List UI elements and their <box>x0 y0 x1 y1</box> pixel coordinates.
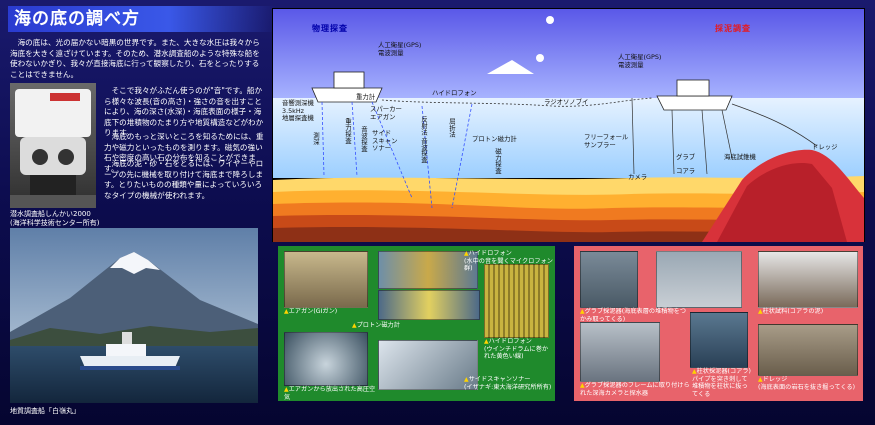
echo-sounder-label: 音響測深機 3.5kHz 地層探査機 <box>282 99 314 122</box>
gps-label-left: 人工衛星(GPS) 電波測量 <box>378 41 422 57</box>
gravity-survey-label: 重力探査 <box>344 118 352 144</box>
core-sample-photo <box>758 251 858 308</box>
sparker-airgun-label: スパーカー エアガン <box>370 105 402 121</box>
hydrophone-photo <box>378 251 478 289</box>
sidescan-sonar-caption: ▲サイドスキャンソナー (イザナギ:東大海洋研究所所有) <box>464 376 552 391</box>
page-title: 海の底の調べ方 <box>8 6 276 32</box>
winch-drum-photo <box>484 264 549 338</box>
research-ship-photo <box>10 228 258 403</box>
refraction-survey-label: 屈折法 <box>448 118 456 138</box>
proton-magnetometer-label: プロトン磁力計 <box>472 135 517 143</box>
gravimeter-label: 重力計 <box>356 93 376 101</box>
dredge-label: ドレッジ <box>812 143 838 151</box>
radio-buoy-label: ラジオソノブイ <box>544 98 589 106</box>
magnetic-survey-label: 磁力探査 <box>494 148 502 174</box>
grab-frame-photo <box>580 322 660 382</box>
dredge-caption: ▲ドレッジ (海底表面の岩石を抜き掘ってくる) <box>758 376 856 391</box>
gps-label-right: 人工衛星(GPS) 電波測量 <box>618 53 662 69</box>
airgun-bubble-photo <box>284 332 368 386</box>
acoustic-survey-label: 音波探査 <box>360 126 368 152</box>
core-sample-caption: ▲柱状試料(コアラの泥) <box>758 308 824 315</box>
proton-magnetometer-caption: ▲プロトン磁力計 <box>352 322 400 329</box>
physical-survey-label: 物理探査 <box>312 24 348 33</box>
paragraph-sound: そこで我々がふだん使うのが"音"です。船から様々な波長(音の高さ)・強さの音を出… <box>104 86 264 138</box>
airgun-photo <box>284 251 368 308</box>
sampling-survey-label: 採泥調査 <box>715 24 751 33</box>
ship-caption: 地質調査船「白嶺丸」 <box>10 407 80 415</box>
grab-sampler-photo <box>580 251 638 308</box>
submersible-caption: 潜水調査船しんかい2000 (海洋科学技術センター所有) <box>10 210 100 227</box>
physical-equipment-panel: ▲エアガン(GIガン) ▲ハイドロフォン (水中の音を聞くマイクロフォン群) ▲… <box>278 246 555 401</box>
submersible-photo <box>10 83 96 208</box>
side-scan-sonar-label: サイド スキャン ソナー <box>372 129 398 152</box>
airgun-caption: ▲エアガン(GIガン) <box>284 308 338 315</box>
paragraph-intro: 海の底は、光の届かない暗黒の世界です。また、大きな水圧は我々から海底を大きく遠ざ… <box>10 38 260 79</box>
survey-diagram: 物理探査 採泥調査 人工衛星(GPS) 電波測量 人工衛星(GPS) 電波測量 … <box>272 8 865 242</box>
survey-diagram-illustration <box>272 8 865 242</box>
grab-sampler-caption: ▲グラブ採泥器(海底表層の堆積物をつかみ取ってくる) <box>580 308 687 323</box>
corer-caption: ▲柱状採泥器(コアラ) パイプを突き刺して 堆積物を柱状に抜っ てくる <box>692 368 751 398</box>
grab-frame-caption: ▲グラブ採泥器のフレームに取り付けられた深海カメラと探水器 <box>580 382 690 397</box>
sidescan-sonar-photo <box>378 340 478 390</box>
sampling-equipment-panel: ▲グラブ採泥器(海底表層の堆積物をつかみ取ってくる) ▲柱状試料(コアラの泥) … <box>574 246 863 401</box>
reflection-survey-label: 反射法 音波探査 <box>420 116 428 163</box>
corer-label: コアラ <box>676 167 696 175</box>
proton-magnetometer-photo <box>378 290 480 320</box>
dredge-photo <box>758 324 858 376</box>
hydrophone-winch-caption: ▲ハイドロフォン (ウインチドラムに巻か れた黄色い線) <box>484 338 549 360</box>
hydrophone-label: ハイドロフォン <box>432 89 477 97</box>
grab-label: グラブ <box>676 153 696 161</box>
deep-camera-label: 海底試錐機 <box>724 153 756 161</box>
depth-survey-label: 測深 <box>312 132 320 145</box>
airgun-bubble-caption: ▲エアガンから放出された高圧空気 <box>284 386 376 401</box>
paragraph-sampling: 海底の泥・砂・石をとるには、ワイヤーやロープの先に機械を取り付けて海底まで降ろし… <box>104 159 264 200</box>
camera-label: カメラ <box>628 173 648 181</box>
freefall-sampler-label: フリーフォール サンプラー <box>584 133 629 149</box>
corer-photo <box>690 312 748 368</box>
hydrophone-array-caption: ▲ハイドロフォン (水中の音を聞くマイクロフォン群) <box>464 250 553 272</box>
paragraph-gravity: 海底のもっと深いところを知るためには、重力や磁力といったものを測ります。磁気の強… <box>104 132 264 173</box>
crane-photo <box>656 251 742 308</box>
